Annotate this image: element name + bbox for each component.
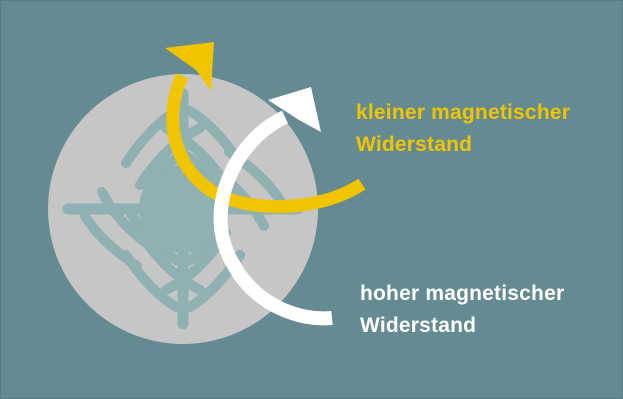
rotor-hub — [139, 165, 227, 253]
low-reluctance-label-line1: kleiner magnetischer — [356, 101, 571, 124]
high-reluctance-label-line1: hoher magnetischer — [360, 282, 565, 305]
low-reluctance-label: kleiner magnetischer Widerstand — [356, 97, 570, 161]
high-reluctance-label-line2: Widerstand — [360, 314, 477, 337]
low-reluctance-label-line2: Widerstand — [356, 133, 473, 156]
high-reluctance-arrow — [213, 87, 333, 326]
high-reluctance-label: hoher magnetischer Widerstand — [360, 278, 564, 342]
